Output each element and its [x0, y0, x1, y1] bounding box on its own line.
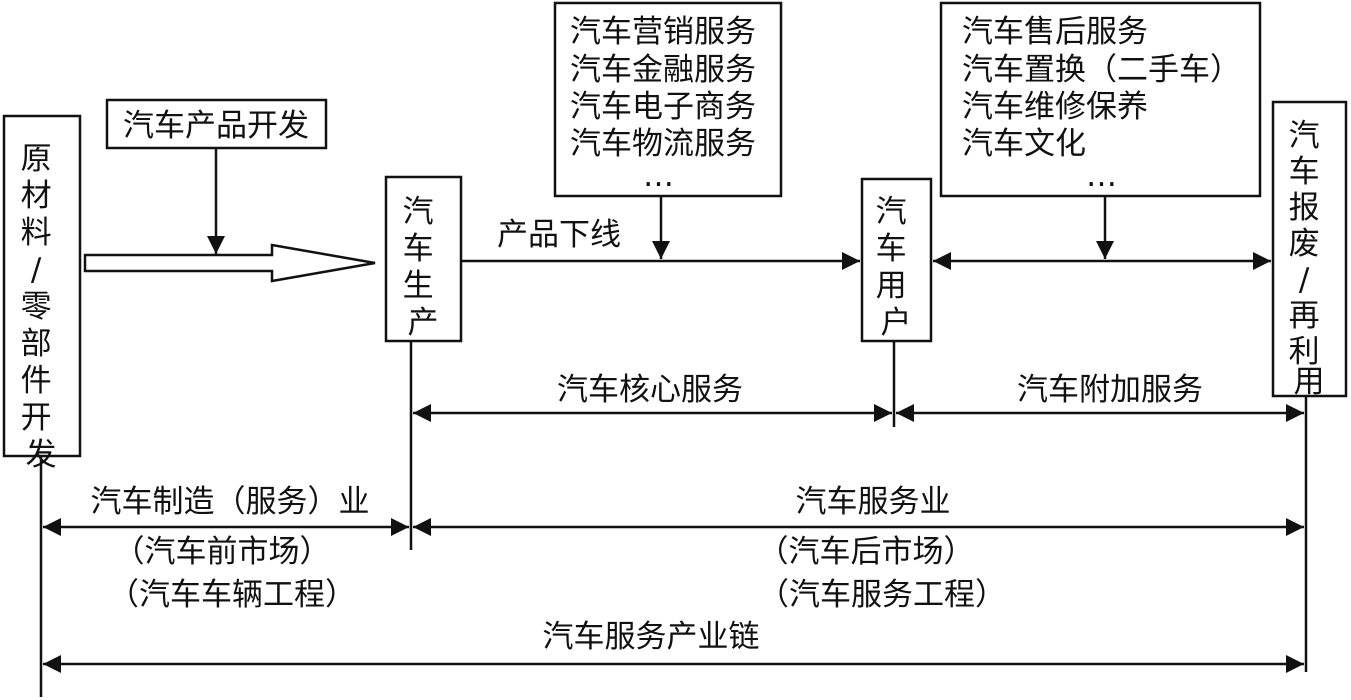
scrap-label: 汽 车 报 废 / 再 利 用 [1289, 118, 1330, 400]
aftersale-services-list: 汽车售后服务 汽车置换（二手车） 汽车维修保养 汽车文化 … [962, 14, 1251, 194]
marketing-services-node: 汽车营销服务 汽车金融服务 汽车电子商务 汽车物流服务 … [553, 1, 783, 198]
product-dev-node: 汽车产品开发 [105, 98, 328, 150]
additional-service-label: 汽车附加服务 [1017, 372, 1203, 408]
scrap-node: 汽 车 报 废 / 再 利 用 [1271, 100, 1348, 400]
core-service-label: 汽车核心服务 [557, 372, 743, 408]
industry-chain-label: 汽车服务产业链 [543, 619, 760, 655]
aftersale-services-node: 汽车售后服务 汽车置换（二手车） 汽车维修保养 汽车文化 … [939, 1, 1262, 198]
front-market-label: （汽车前市场） [114, 534, 331, 570]
vehicle-engineering-label: （汽车车辆工程） [108, 577, 356, 613]
users-node: 汽 车 用 户 [860, 177, 933, 343]
production-label: 汽 车 生 产 [403, 194, 444, 341]
after-market-label: （汽车后市场） [758, 534, 975, 570]
users-label: 汽 车 用 户 [876, 194, 917, 341]
hollow-supply-arrow [83, 243, 376, 283]
manufacturing-label: 汽车制造（服务）业 [91, 484, 370, 520]
marketing-services-list: 汽车营销服务 汽车金融服务 汽车电子商务 汽车物流服务 … [570, 14, 766, 194]
raw-materials-label: 原 材 料 / 零 部 件 开 发 [21, 141, 62, 473]
product-dev-label: 汽车产品开发 [123, 108, 309, 144]
raw-materials-node: 原 材 料 / 零 部 件 开 发 [2, 114, 82, 473]
production-node: 汽 车 生 产 [384, 175, 463, 343]
service-engineering-label: （汽车服务工程） [758, 577, 1006, 613]
service-industry-label: 汽车服务业 [796, 484, 951, 520]
product-offline-label: 产品下线 [497, 217, 621, 253]
